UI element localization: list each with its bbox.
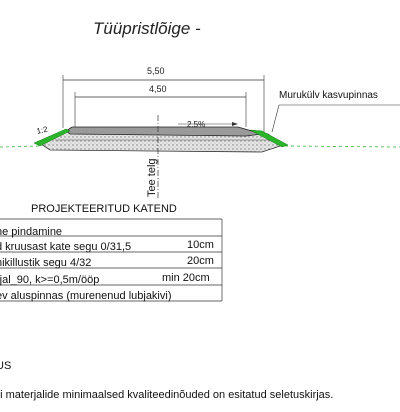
road-axis-label: Tee telg xyxy=(146,158,158,197)
topsoil-label: Murukülv kasvupinnas xyxy=(279,90,378,101)
layer-thickness: 20cm xyxy=(187,255,214,267)
ground-line-left xyxy=(0,145,41,148)
layer-name: ev aluspinnas (murenenud lubjakivi) xyxy=(0,290,172,302)
layer-name: nikillustik segu 4/32 xyxy=(0,257,92,269)
notes-title: US xyxy=(0,360,12,372)
structure-table xyxy=(0,218,223,302)
drawing-title: Tüüpristlõige - xyxy=(93,19,201,38)
layer-name: rjal_90, k>=0,5m/ööp xyxy=(0,274,100,286)
table-title: PROJEKTEERITUD KATEND xyxy=(31,203,177,215)
dimension-outer-label: 5,50 xyxy=(147,66,165,76)
ground-line-right xyxy=(284,145,400,148)
topsoil-right xyxy=(249,129,289,148)
layer-name: d kruusast kate segu 0/31,5 xyxy=(0,241,132,253)
layer-thickness: 10cm xyxy=(187,239,214,251)
wearing-course xyxy=(65,126,263,137)
layer-name: ne pindamine xyxy=(0,226,63,238)
topsoil-left xyxy=(33,128,71,147)
cross-slope-label: 2.5% xyxy=(187,120,206,129)
notes-text: di materjalide minimaalsed kvaliteedinõu… xyxy=(0,389,334,401)
layer-thickness: min 20cm xyxy=(162,272,210,284)
dimension-inner-label: 4,50 xyxy=(149,84,167,94)
cross-slope-arrowhead xyxy=(232,122,238,126)
topsoil-leader xyxy=(271,104,400,133)
